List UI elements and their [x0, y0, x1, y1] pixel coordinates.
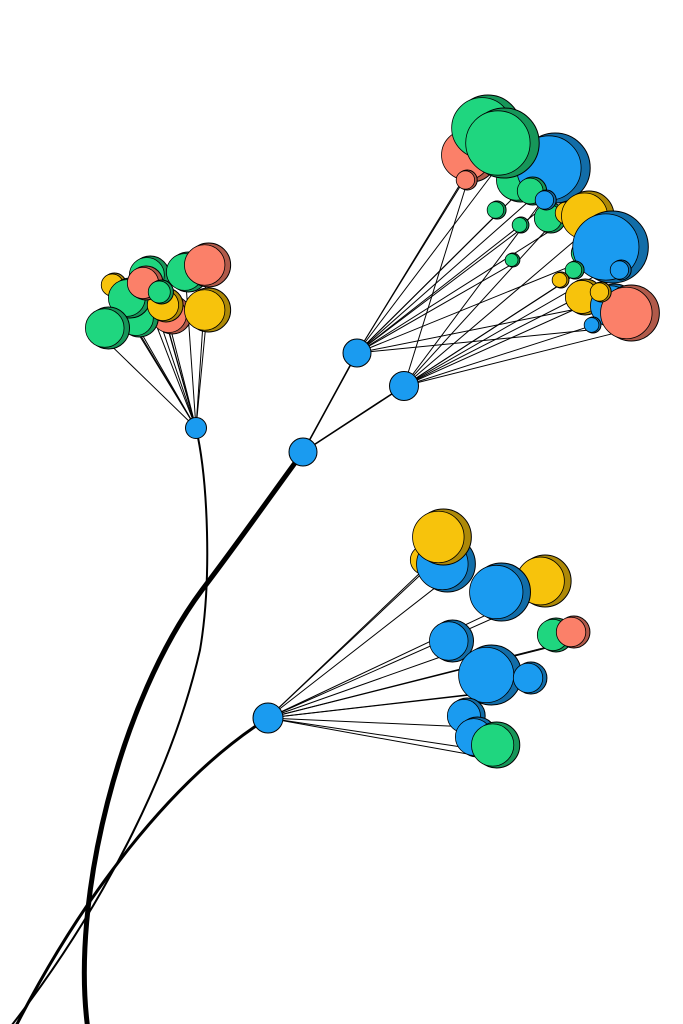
balloon [184, 242, 232, 288]
balloon-string [356, 229, 521, 354]
balloon [512, 661, 548, 695]
balloon [469, 562, 531, 622]
balloon-string [267, 553, 441, 719]
balloon-string [356, 215, 497, 354]
balloon [564, 260, 585, 280]
stem-lower-branch [15, 716, 270, 1024]
balloon-string [267, 717, 476, 750]
branch-nodes [185, 338, 419, 734]
balloon [600, 284, 660, 342]
balloon-string [267, 653, 451, 719]
balloon [412, 508, 472, 566]
balloon-string [403, 284, 561, 387]
balloon-string [195, 323, 207, 429]
balloon-string [403, 297, 601, 387]
balloon [465, 107, 540, 179]
balloon-string [356, 307, 584, 354]
balloon-string [356, 263, 513, 354]
balloon-string [356, 329, 593, 354]
balloon [458, 644, 523, 706]
node-top-left [185, 417, 207, 439]
balloon-string [267, 641, 573, 719]
balloon [589, 281, 612, 303]
balloon [511, 216, 530, 234]
node-junction [288, 437, 318, 467]
balloon [583, 316, 602, 334]
balloon [147, 279, 174, 305]
stem-main-thick [81, 449, 306, 1024]
node-lower [252, 702, 284, 734]
balloon [486, 200, 507, 220]
balloon [184, 287, 232, 333]
node-upper-b [389, 371, 419, 401]
balloon-string [356, 199, 532, 354]
balloon-string [356, 219, 568, 354]
balloon-string [356, 163, 501, 354]
balloon-string [356, 260, 585, 354]
balloon-string [356, 205, 546, 354]
balloon [455, 169, 478, 191]
balloon-string [105, 340, 197, 429]
balloon-string [267, 717, 466, 728]
stem-branch-upper-a [302, 352, 358, 453]
balloon [504, 252, 521, 268]
balloon [555, 615, 591, 649]
balloon-string [403, 226, 550, 387]
balloon-string [403, 318, 613, 387]
balloon [609, 259, 632, 281]
balloon [429, 619, 475, 663]
balloon-string [403, 185, 467, 387]
balloon [534, 189, 557, 211]
balloons [85, 94, 660, 769]
stem-left-thin [11, 427, 209, 1024]
balloon-string [403, 329, 629, 387]
balloon-strings [105, 147, 629, 760]
balloon-string [267, 717, 495, 760]
balloon [551, 271, 570, 289]
balloon [471, 721, 521, 769]
balloon-string [403, 230, 587, 387]
stems [11, 352, 405, 1024]
node-upper-a [342, 338, 372, 368]
balloon [85, 306, 131, 350]
balloon-string [267, 580, 445, 719]
stem-branch-upper-b [302, 385, 405, 453]
